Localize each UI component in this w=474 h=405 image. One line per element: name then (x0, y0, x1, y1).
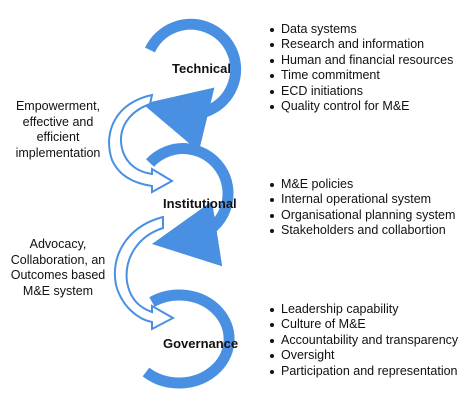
stage-label-governance: Governance (163, 336, 239, 351)
list-item: Accountability and transparency (270, 333, 458, 348)
governance-item-list: Leadership capability Culture of M&E Acc… (270, 302, 458, 379)
list-item: Internal operational system (270, 192, 455, 207)
institutional-curve (145, 143, 234, 267)
list-item: Organisational planning system (270, 208, 455, 223)
governance-curve (142, 289, 235, 389)
list-item: Quality control for M&E (270, 99, 453, 114)
list-item: M&E policies (270, 177, 455, 192)
list-item: Human and financial resources (270, 53, 453, 68)
stage-label-institutional: Institutional (163, 196, 237, 211)
institutional-item-list: M&E policies Internal operational system… (270, 177, 455, 239)
list-item: Culture of M&E (270, 317, 458, 332)
transition-arrow-2 (113, 215, 176, 331)
list-item: ECD initiations (270, 84, 453, 99)
technical-curve (142, 18, 242, 152)
list-item: Data systems (270, 22, 453, 37)
list-item: Oversight (270, 348, 458, 363)
technical-item-list: Data systems Research and information Hu… (270, 22, 453, 114)
stage-label-technical: Technical (172, 61, 232, 76)
list-item: Participation and representation (270, 364, 458, 379)
list-item: Leadership capability (270, 302, 458, 317)
list-item: Stakeholders and collabortion (270, 223, 455, 238)
transition-text-2: Advocacy, Collaboration, an Outcomes bas… (10, 237, 106, 298)
list-item: Research and information (270, 37, 453, 52)
transition-arrow-1 (108, 93, 175, 194)
list-item: Time commitment (270, 68, 453, 83)
transition-text-1: Empowerment, effective and efficient imp… (15, 99, 101, 160)
